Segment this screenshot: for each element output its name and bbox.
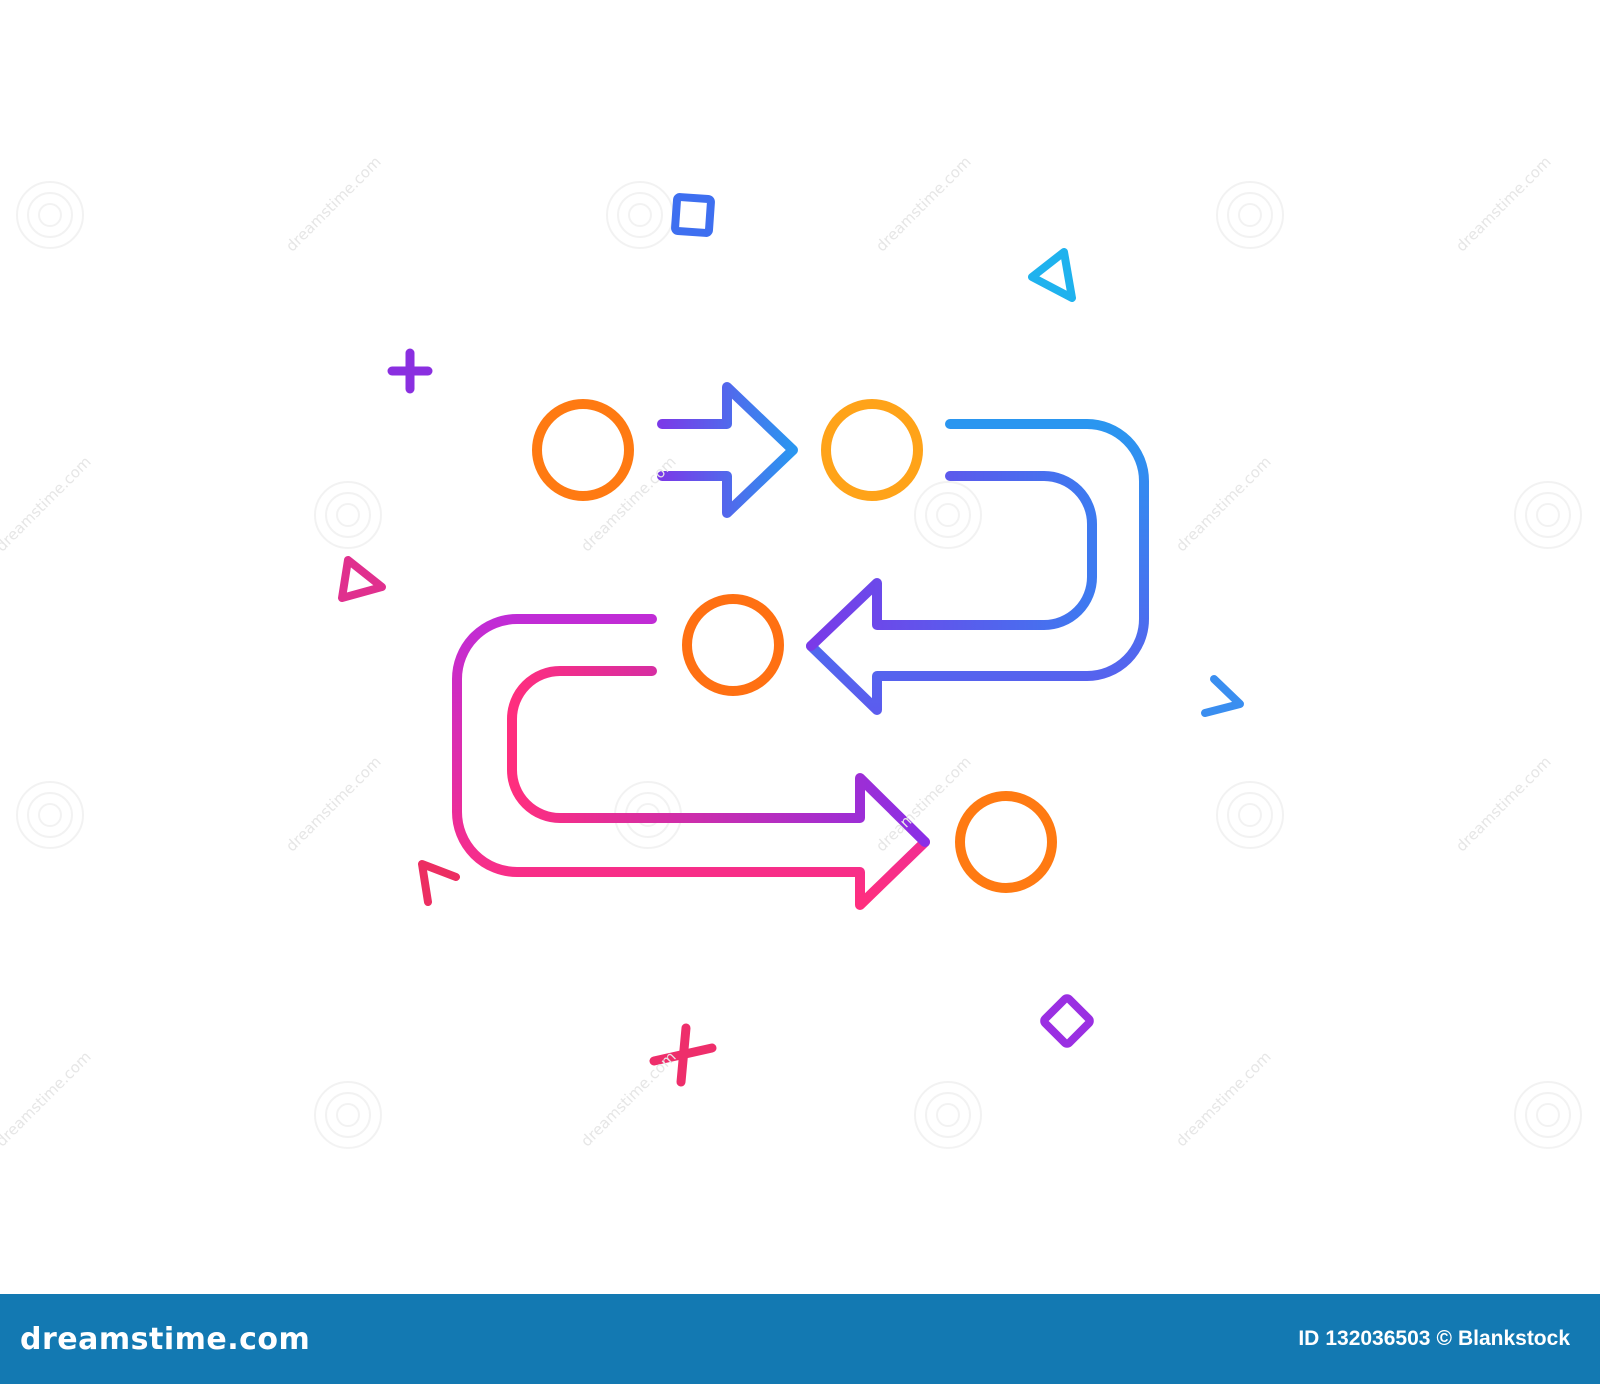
cross-icon: [649, 1023, 717, 1087]
watermark-spiral-icon: [606, 181, 674, 249]
u-turn-left-inner: [507, 666, 930, 847]
u-turn-right-outer: [806, 419, 1149, 715]
step-1-circle: [532, 399, 634, 501]
process-workflow-icon: [452, 382, 1149, 910]
triangle-icon: [338, 556, 386, 602]
watermark-spiral-icon: [314, 481, 382, 549]
watermark-spiral-icon: [1216, 181, 1284, 249]
watermark-spiral-icon: [16, 781, 84, 849]
chevron-left-icon: [418, 860, 460, 906]
brand-logo[interactable]: dreamstime.com: [20, 1322, 310, 1357]
stock-image-canvas: dreamstime.com dreamstime.com dreamstime…: [0, 153, 1582, 1150]
brand-name: dreamstime.com: [20, 1321, 311, 1357]
watermark-spiral-icon: [1514, 1081, 1582, 1149]
square-icon: [671, 193, 715, 237]
step-3-circle: [682, 594, 784, 696]
copyright-icon: ©: [1436, 1327, 1452, 1350]
watermark-spiral-icon: [1514, 481, 1582, 549]
watermark-group: [16, 181, 1582, 1149]
plus-icon: [387, 348, 433, 394]
u-turn-left-outer: [452, 614, 930, 910]
process-workflow-illustration: [16, 181, 1582, 1149]
triangle-icon: [1028, 248, 1076, 302]
author-name[interactable]: Blankstock: [1457, 1327, 1570, 1350]
watermark-spiral-icon: [914, 1081, 982, 1149]
chevron-right-icon: [1201, 675, 1244, 717]
step-4-circle: [955, 791, 1057, 893]
arrow-right-top: [657, 382, 798, 518]
step-2-circle: [821, 399, 923, 501]
watermark-spiral-icon: [314, 1081, 382, 1149]
watermark-spiral-icon: [16, 181, 84, 249]
watermark-spiral-icon: [914, 481, 982, 549]
image-id: 132036503: [1325, 1327, 1431, 1350]
watermark-spiral-icon: [1216, 781, 1284, 849]
u-turn-right-inner: [806, 471, 1097, 651]
id-label: ID: [1298, 1327, 1320, 1350]
footer-bar: dreamstime.com ID 132036503 © Blankstock: [0, 1294, 1600, 1384]
image-credit: ID 132036503 © Blankstock: [1298, 1327, 1570, 1351]
diamond-icon: [1040, 994, 1094, 1048]
